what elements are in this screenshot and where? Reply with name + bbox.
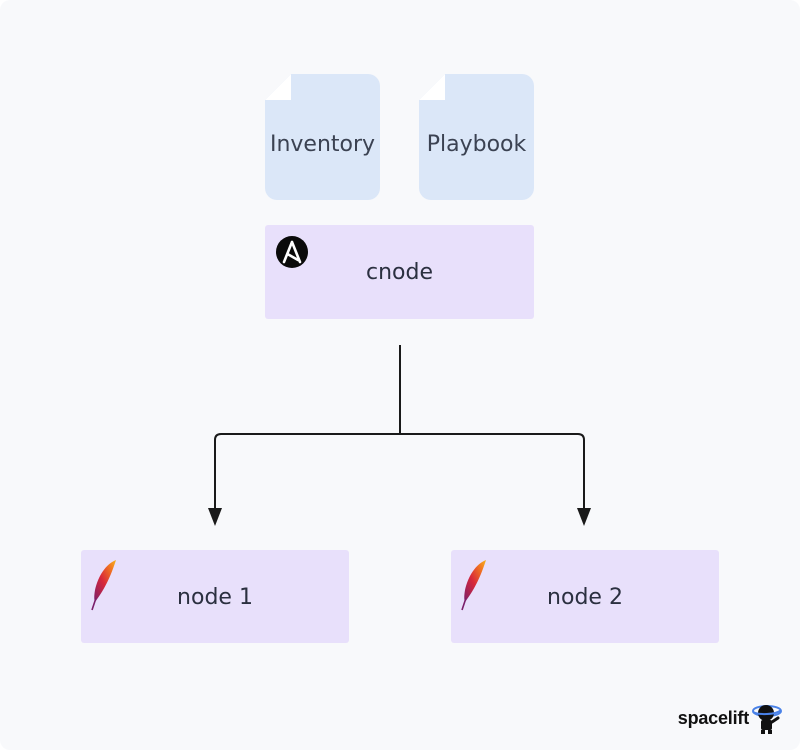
playbook-label: Playbook [426, 132, 527, 157]
inventory-label: Inventory [269, 132, 376, 157]
apache-feather-icon [91, 560, 116, 611]
connector-line [214, 345, 585, 512]
ansible-icon [276, 236, 308, 268]
apache-feather-icon [461, 560, 486, 611]
node-1-label: node 1 [177, 585, 253, 610]
arrowhead-node-2 [577, 508, 591, 526]
control-node-label: cnode [366, 260, 433, 285]
astronaut-icon [752, 705, 782, 734]
control-node-box: cnode [265, 225, 534, 319]
spacelift-logo: spacelift [678, 702, 782, 734]
document-icon [265, 74, 291, 100]
playbook-document: Playbook [419, 74, 534, 200]
document-icon [419, 74, 445, 100]
node-2-box: node 2 [451, 550, 719, 643]
arrowhead-node-1 [208, 508, 222, 526]
inventory-document: Inventory [265, 74, 380, 200]
brand-name: spacelift [677, 707, 749, 728]
node-1-box: node 1 [81, 550, 349, 643]
node-2-label: node 2 [547, 585, 623, 610]
